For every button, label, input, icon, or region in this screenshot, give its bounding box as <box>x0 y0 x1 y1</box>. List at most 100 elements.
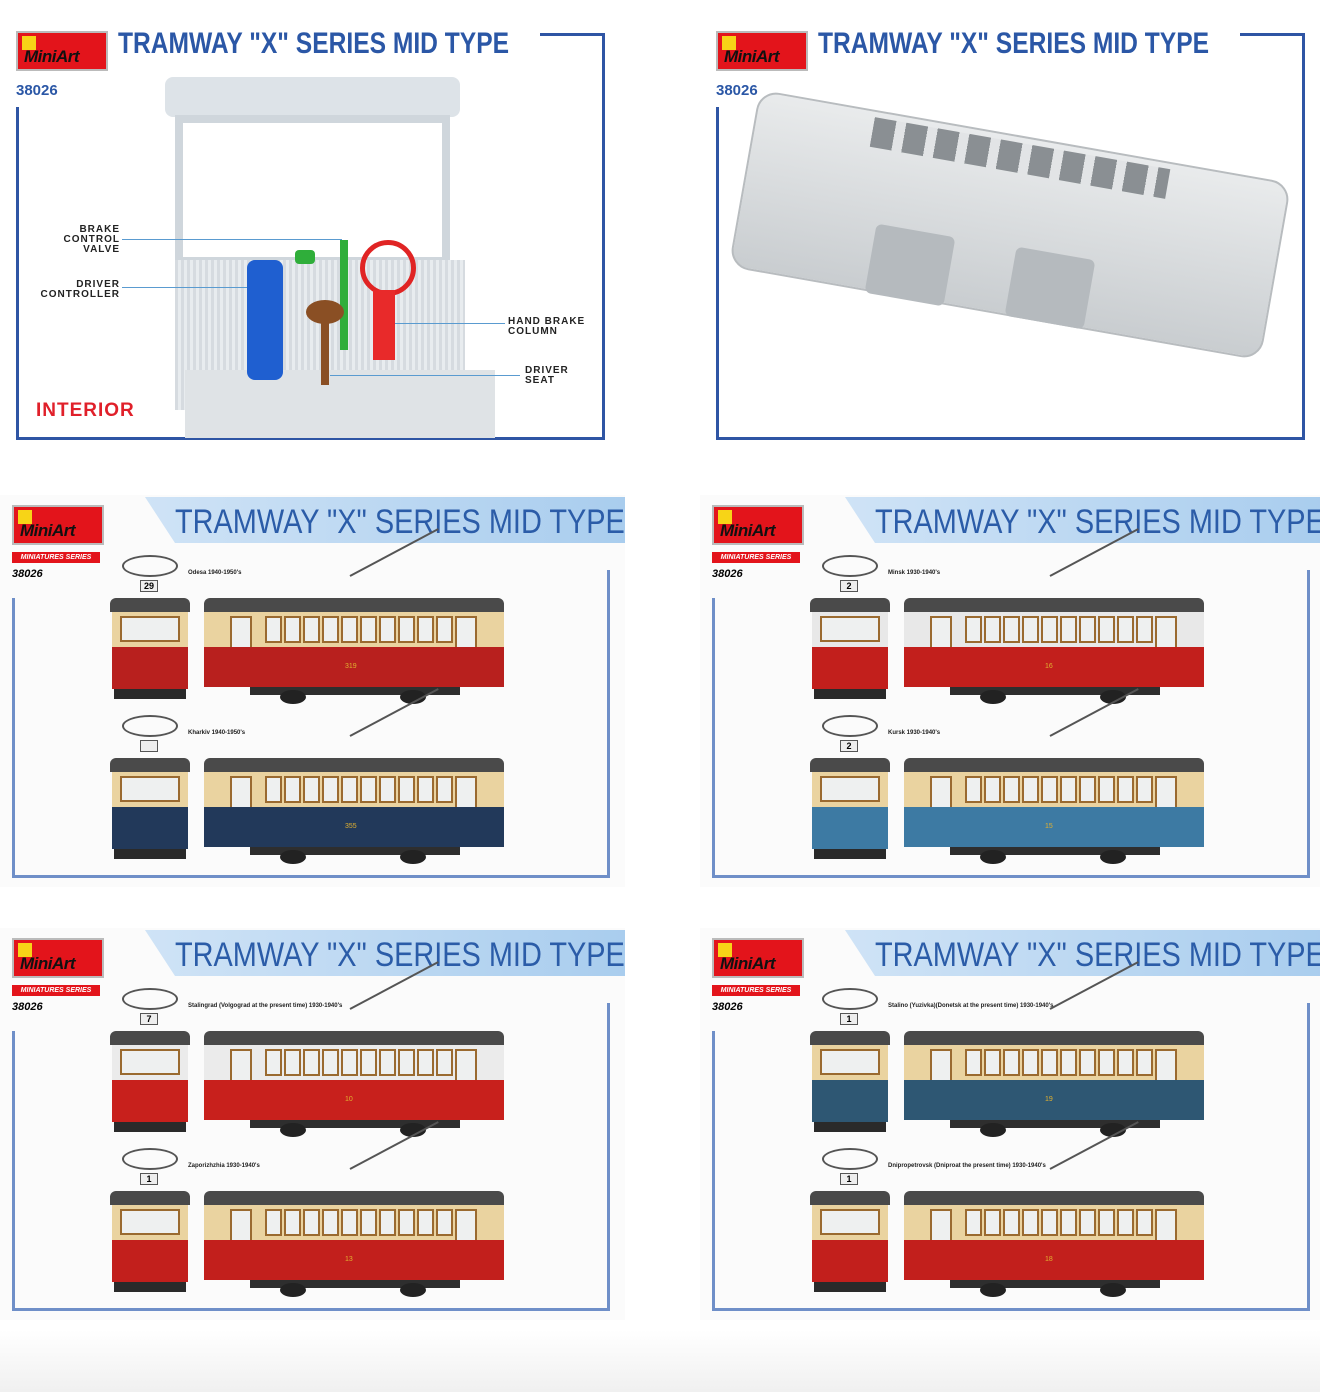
miniart-logo: MiniArt <box>716 31 808 71</box>
fleet-number: 10 <box>345 1096 353 1103</box>
fleet-number: 319 <box>345 663 357 670</box>
bogie-left <box>864 223 956 307</box>
label-driver-seat: DRIVER SEAT <box>525 365 569 386</box>
tram-front-view: 29 <box>110 550 190 705</box>
tram-side-view: 19 <box>900 961 1215 1138</box>
product-number: 38026 <box>12 568 43 580</box>
color-profile-panel[interactable]: MiniArt MINIATURES SERIES 38026 TRAMWAY … <box>0 495 625 887</box>
tram-side-view: 355 <box>200 688 515 865</box>
fleet-number: 18 <box>1045 1256 1053 1263</box>
logo-text: MiniArt <box>720 954 776 973</box>
miniart-logo: MiniArt <box>12 938 104 978</box>
label-hand-brake-column: HAND BRAKE COLUMN <box>508 316 586 337</box>
tram-front-view: 1 <box>810 983 890 1138</box>
pantograph <box>822 988 878 1010</box>
color-profile-panel[interactable]: MiniArt MINIATURES SERIES 38026 TRAMWAY … <box>0 928 625 1320</box>
interior-image-panel[interactable]: MiniArt TRAMWAY "X" SERIES MID TYPE 3802… <box>10 25 610 445</box>
tram-caption: Kursk 1930-1940's <box>888 730 941 736</box>
route-number-sign: 1 <box>840 1173 858 1185</box>
title-banner: TRAMWAY "X" SERIES MID TYPE <box>845 930 1320 976</box>
series-strip: MINIATURES SERIES <box>12 552 100 563</box>
fleet-number: 16 <box>1045 663 1053 670</box>
tram-side-view: 16 <box>900 528 1215 705</box>
tram-front-view: 1 <box>110 1143 190 1298</box>
tram-front-view: 2 <box>810 710 890 865</box>
tram-caption: Zaporizhzhia 1930-1940's <box>188 1163 260 1169</box>
tram-caption: Kharkiv 1940-1950's <box>188 730 246 736</box>
pantograph <box>122 1148 178 1170</box>
miniart-logo: MiniArt <box>16 31 108 71</box>
series-strip: MINIATURES SERIES <box>12 985 100 996</box>
series-strip: MINIATURES SERIES <box>712 985 800 996</box>
color-profile-panel[interactable]: MiniArt MINIATURES SERIES 38026 TRAMWAY … <box>700 495 1320 887</box>
cab-floor <box>185 370 495 438</box>
tram-side-view: 15 <box>900 688 1215 865</box>
tram-front-view: 7 <box>110 983 190 1138</box>
panel-title: TRAMWAY "X" SERIES MID TYPE <box>118 27 510 60</box>
panel-title: TRAMWAY "X" SERIES MID TYPE <box>175 503 625 541</box>
tram-underside-model <box>728 89 1292 361</box>
route-number-sign: 1 <box>140 1173 158 1185</box>
pantograph <box>122 988 178 1010</box>
product-number: 38026 <box>16 82 58 99</box>
tram-side-view: 319 <box>200 528 515 705</box>
route-number-sign <box>140 740 158 752</box>
series-strip: MINIATURES SERIES <box>712 552 800 563</box>
tram-front-view: 2 <box>810 550 890 705</box>
tram-caption: Stalingrad (Volgograd at the present tim… <box>188 1003 343 1009</box>
logo-text: MiniArt <box>720 521 776 540</box>
pantograph <box>822 1148 878 1170</box>
hand-brake-wheel <box>360 240 416 296</box>
panel-title: TRAMWAY "X" SERIES MID TYPE <box>875 503 1320 541</box>
pantograph <box>122 715 178 737</box>
panel-title: TRAMWAY "X" SERIES MID TYPE <box>875 936 1320 974</box>
tram-side-view: 13 <box>200 1121 515 1298</box>
label-driver-controller: DRIVER CONTROLLER <box>40 279 120 300</box>
tram-side-view: 18 <box>900 1121 1215 1298</box>
pantograph <box>822 555 878 577</box>
route-number-sign: 2 <box>840 740 858 752</box>
cab-roof <box>165 77 460 117</box>
product-number: 38026 <box>712 568 743 580</box>
miniart-logo: MiniArt <box>712 938 804 978</box>
tram-caption: Minsk 1930-1940's <box>888 570 941 576</box>
miniart-logo: MiniArt <box>712 505 804 545</box>
product-number: 38026 <box>712 1001 743 1013</box>
title-banner: TRAMWAY "X" SERIES MID TYPE <box>145 497 625 543</box>
brake-control-valve <box>340 240 348 350</box>
logo-text: MiniArt <box>724 47 780 66</box>
title-banner: TRAMWAY "X" SERIES MID TYPE <box>145 930 625 976</box>
route-number-sign: 1 <box>840 1013 858 1025</box>
route-number-sign: 7 <box>140 1013 158 1025</box>
underside-image-panel[interactable]: MiniArt TRAMWAY "X" SERIES MID TYPE 3802… <box>710 25 1310 445</box>
bogie-right <box>1004 246 1096 330</box>
product-number: 38026 <box>716 82 758 99</box>
driver-seat-post <box>321 320 329 385</box>
driver-controller <box>247 260 283 380</box>
brake-valve-top <box>295 250 315 264</box>
route-number-sign: 29 <box>140 580 158 592</box>
route-number-sign: 2 <box>840 580 858 592</box>
fleet-number: 13 <box>345 1256 353 1263</box>
label-brake-control-valve: BRAKE CONTROL VALVE <box>63 224 120 255</box>
bottom-shadow <box>0 1330 1320 1392</box>
tram-caption: Stalino (Yuzivka)(Donetsk at the present… <box>888 1003 1054 1009</box>
fleet-number: 19 <box>1045 1096 1053 1103</box>
title-banner: TRAMWAY "X" SERIES MID TYPE <box>845 497 1320 543</box>
logo-text: MiniArt <box>24 47 80 66</box>
pantograph <box>122 555 178 577</box>
tram-caption: Odesa 1940-1950's <box>188 570 242 576</box>
logo-text: MiniArt <box>20 521 76 540</box>
tram-front-view <box>110 710 190 865</box>
pantograph <box>822 715 878 737</box>
panel-title: TRAMWAY "X" SERIES MID TYPE <box>175 936 625 974</box>
interior-heading: INTERIOR <box>36 400 135 421</box>
panel-title: TRAMWAY "X" SERIES MID TYPE <box>818 27 1210 60</box>
fleet-number: 355 <box>345 823 357 830</box>
tram-front-view: 1 <box>810 1143 890 1298</box>
logo-text: MiniArt <box>20 954 76 973</box>
tram-side-view: 10 <box>200 961 515 1138</box>
tram-caption: Dnipropetrovsk (Dniproat the present tim… <box>888 1163 1046 1169</box>
miniart-logo: MiniArt <box>12 505 104 545</box>
color-profile-panel[interactable]: MiniArt MINIATURES SERIES 38026 TRAMWAY … <box>700 928 1320 1320</box>
